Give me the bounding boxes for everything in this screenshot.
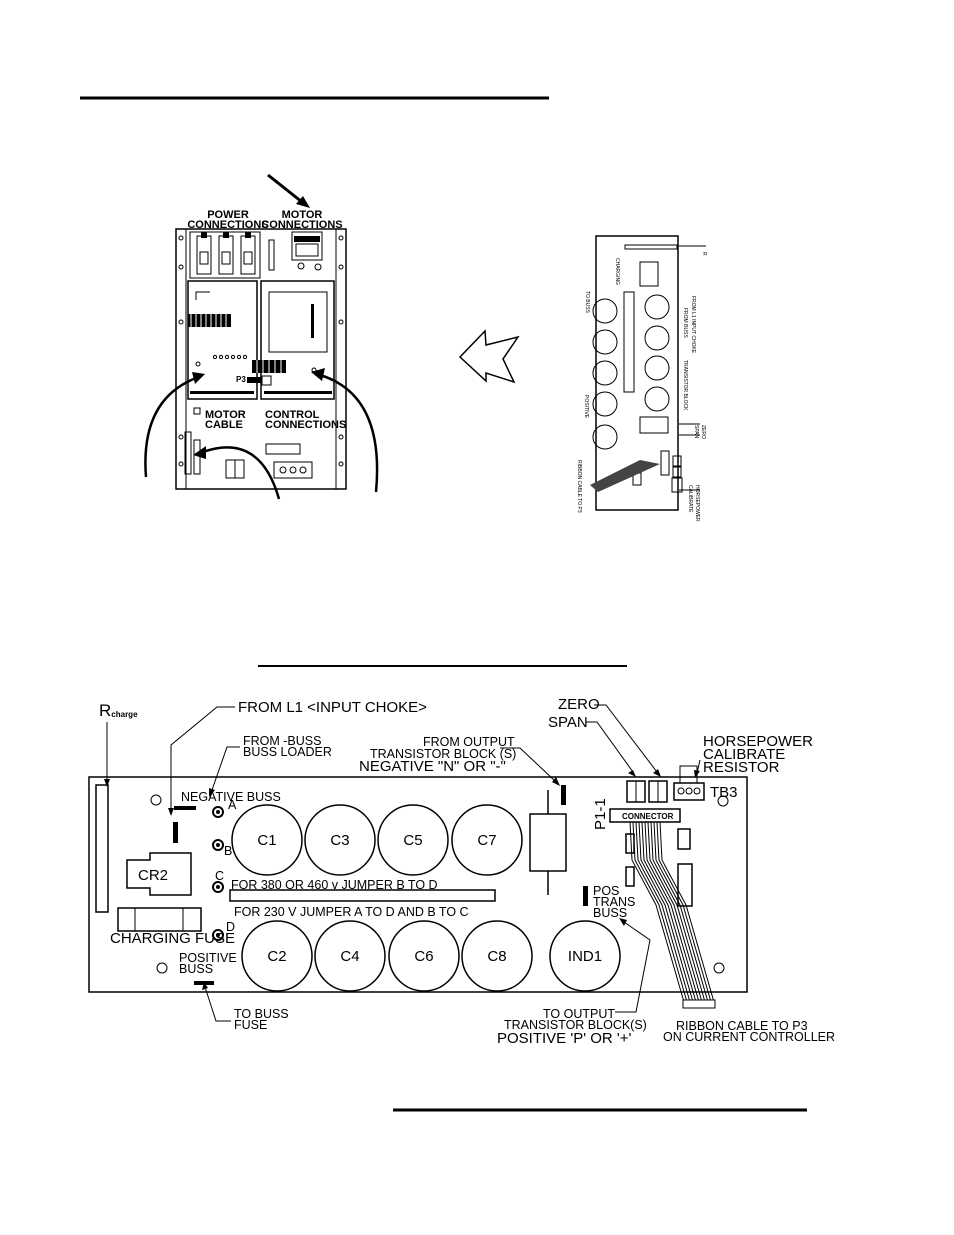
from-buss-label-1: FROM -BUSS: [243, 734, 321, 748]
from-l1-label: FROM L1 <INPUT CHOKE>: [238, 699, 427, 716]
terminal-a: A: [212, 798, 237, 818]
svg-text:ZERO: ZERO: [700, 425, 706, 439]
connector-label: CONNECTOR: [622, 812, 674, 821]
to-output-label-1: TO OUTPUT: [543, 1007, 615, 1021]
svg-text:C5: C5: [403, 832, 422, 849]
capacitor-c5: C5: [377, 804, 449, 876]
capacitor-c4: C4: [314, 920, 386, 992]
cr2-component: CR2: [126, 852, 192, 896]
svg-text:C8: C8: [487, 948, 506, 965]
ribbon-cable-label-1: RIBBON CABLE TO P3: [676, 1019, 808, 1033]
negative-buss-label: NEGATIVE BUSS: [181, 790, 281, 804]
jumper-230-label: FOR 230 V JUMPER A TO D AND B TO C: [234, 905, 469, 919]
transistor-device: [529, 785, 567, 895]
horsepower-label-3: RESISTOR: [703, 759, 780, 776]
capacitor-c6: C6: [388, 920, 460, 992]
r-charge-resistor: [95, 784, 109, 913]
charging-fuse-label: CHARGING FUSE: [110, 930, 235, 947]
svg-text:SPAN: SPAN: [693, 425, 699, 439]
svg-text:FROM BUSS: FROM BUSS: [682, 308, 688, 338]
positive-buss-label-2: BUSS: [179, 962, 213, 976]
terminal-d: D: [212, 920, 235, 941]
svg-text:B: B: [224, 844, 232, 858]
svg-text:C6: C6: [414, 948, 433, 965]
terminal-c: C: [212, 869, 224, 893]
svg-text:CALIBRATE: CALIBRATE: [687, 485, 693, 513]
to-output-label-2: TRANSISTOR BLOCK(S): [504, 1018, 647, 1032]
svg-text:CHARGING: CHARGING: [614, 258, 620, 285]
pos-trans-buss-label-3: BUSS: [593, 906, 627, 920]
horsepower-label-1: HORSEPOWER: [703, 733, 813, 750]
pos-trans-buss-label-2: TRANS: [593, 895, 635, 909]
board-thumbnail-rotated: R FROM L1 INPUT CHOKE FROM BUSS TRANSIST…: [576, 235, 707, 522]
motor-connections-label-2: CONNECTIONS: [261, 219, 342, 231]
capacitor-c8: C8: [461, 920, 533, 992]
motor-cable-label-2: CABLE: [205, 419, 243, 431]
svg-text:A: A: [228, 798, 237, 812]
motor-cable-label-1: MOTOR: [205, 409, 246, 421]
drive-chassis-figure: POWER CONNECTIONS MOTOR CONNECTIONS: [144, 173, 379, 500]
svg-text:FROM L1 INPUT CHOKE: FROM L1 INPUT CHOKE: [690, 296, 696, 354]
svg-text:D: D: [226, 920, 235, 934]
left-arrow-icon: [458, 329, 520, 384]
inductor-ind1: IND1: [549, 920, 621, 992]
pos-trans-buss-label-1: POS: [593, 884, 619, 898]
board-outline: [88, 776, 748, 993]
span-label: SPAN: [548, 714, 588, 731]
svg-text:R: R: [701, 252, 707, 256]
positive-buss-label-1: POSITIVE: [179, 951, 237, 965]
capacitor-c3: C3: [304, 804, 376, 876]
svg-text:CR2: CR2: [138, 867, 168, 884]
svg-text:HORSEPOWER: HORSEPOWER: [694, 485, 700, 522]
power-connections-label-2: CONNECTIONS: [187, 219, 268, 231]
control-connections-label-2: CONNECTIONS: [265, 419, 346, 431]
to-buss-fuse-label-1: TO BUSS: [234, 1007, 289, 1021]
from-output-label-3: NEGATIVE "N" OR "-": [359, 758, 506, 775]
svg-text:IND1: IND1: [568, 948, 602, 965]
svg-text:RIBBON CABLE TO P3: RIBBON CABLE TO P3: [576, 460, 582, 513]
jumper-bar: [229, 889, 496, 902]
terminal-b: B: [212, 839, 232, 858]
svg-text:POSITIVE: POSITIVE: [583, 395, 589, 419]
svg-text:C1: C1: [257, 832, 276, 849]
capacitor-c2: C2: [241, 920, 313, 992]
svg-text:C: C: [215, 869, 224, 883]
capacitor-c7: C7: [451, 804, 523, 876]
power-connections-label-1: POWER: [207, 209, 249, 221]
from-buss-label-2: BUSS LOADER: [243, 745, 332, 759]
r-charge-label: Rcharge: [99, 701, 138, 720]
to-buss-fuse-label-2: FUSE: [234, 1018, 267, 1032]
ribbon-cable-label-2: ON CURRENT CONTROLLER: [663, 1030, 835, 1044]
svg-text:C2: C2: [267, 948, 286, 965]
to-output-label-3: POSITIVE 'P' OR '+': [497, 1030, 632, 1047]
main-board-diagram: Rcharge FROM L1 <INPUT CHOKE> FROM -BUSS…: [88, 696, 835, 1047]
p1-1-label: P1-1: [592, 798, 609, 830]
horsepower-label-2: CALIBRATE: [703, 746, 785, 763]
control-connections-label-1: CONTROL: [265, 409, 320, 421]
svg-text:C7: C7: [477, 832, 496, 849]
zero-label: ZERO: [558, 696, 600, 713]
motor-connections-label-1: MOTOR: [282, 209, 323, 221]
p3-label: P3: [236, 375, 246, 384]
svg-text:C3: C3: [330, 832, 349, 849]
charging-fuse: CHARGING FUSE: [110, 907, 235, 947]
tb3-terminal: TB3: [673, 765, 738, 801]
svg-text:TRANSISTOR BLOCK: TRANSISTOR BLOCK: [682, 360, 688, 411]
tb3-label: TB3: [710, 784, 738, 801]
from-output-label-1: FROM OUTPUT: [423, 735, 515, 749]
capacitor-c1: C1: [231, 804, 303, 876]
svg-text:C4: C4: [340, 948, 359, 965]
svg-text:TO BUSS: TO BUSS: [584, 291, 590, 314]
jumper-380-label: FOR 380 OR 460 v JUMPER B TO D: [231, 878, 438, 892]
from-output-label-2: TRANSISTOR BLOCK (S): [370, 747, 516, 761]
ribbon-cable: [629, 821, 715, 1003]
